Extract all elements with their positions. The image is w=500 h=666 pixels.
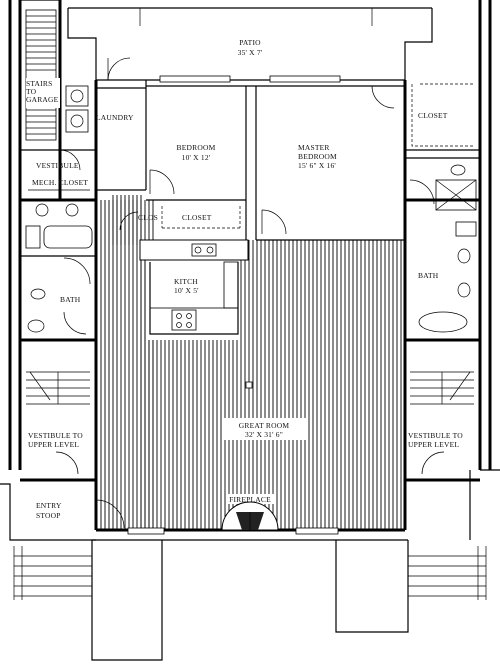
fireplace: FIREPLACE	[221, 494, 279, 531]
vestibule-right-label-1: VESTIBULE TO	[408, 431, 463, 440]
stairs-label-2: TO	[26, 87, 37, 96]
laundry-label: LAUNDRY	[96, 113, 134, 122]
patio-size: 35' X 7'	[238, 48, 263, 57]
vestibule-label: VESTIBULE	[36, 161, 79, 170]
kitchen-label: KITCH	[174, 277, 198, 286]
vestibule: VESTIBULE MECH. CLOSET	[20, 149, 96, 217]
vestibule-right-label-2: UPPER LEVEL	[408, 440, 459, 449]
entry-stoop-label-1: ENTRY	[36, 501, 62, 510]
bath-left: BATH	[20, 225, 96, 335]
vestibule-left-label-1: VESTIBULE TO	[28, 431, 83, 440]
stairs-label-3: GARAGE	[26, 95, 59, 104]
mech-closet-label: MECH. CLOSET	[32, 178, 88, 187]
bath-right-label: BATH	[418, 271, 439, 280]
front-windows	[127, 527, 339, 535]
master-bedroom-size: 15' 6" X 16'	[298, 161, 336, 170]
kitchen-size: 10' X 5'	[174, 286, 199, 295]
master-bedroom-label-1: MASTER	[298, 143, 330, 152]
front-walkways	[13, 469, 500, 661]
bath-left-label: BATH	[60, 295, 81, 304]
master-bedroom-label-2: BEDROOM	[298, 152, 337, 161]
vestibule-left-label-2: UPPER LEVEL	[28, 440, 79, 449]
clos-label: CLOS	[138, 213, 158, 222]
bedroom-label: BEDROOM	[177, 143, 216, 152]
right-closet: CLOSET	[371, 83, 480, 151]
master-bedroom: MASTER BEDROOM 15' 6" X 16'	[246, 85, 405, 241]
laundry: LAUNDRY	[65, 80, 147, 191]
vestibule-right-stairs: VESTIBULE TO UPPER LEVEL	[408, 371, 474, 475]
great-room-label: GREAT ROOM	[239, 421, 290, 430]
entry-stoop: ENTRY STOOP	[0, 483, 125, 541]
bath-right: BATH	[405, 157, 480, 333]
great-room-floor	[96, 195, 405, 530]
bedroom: BEDROOM 10' X 12'	[146, 85, 247, 240]
patio: PATIO 35' X 7'	[67, 7, 433, 83]
kitchen: KITCH 10' X 5'	[139, 239, 249, 335]
patio-label: PATIO	[239, 38, 261, 47]
bedroom-closet: CLOSET CLOS	[119, 206, 241, 231]
bedroom-size: 10' X 12'	[182, 153, 211, 162]
stairs-label-1: STAIRS	[26, 79, 52, 88]
closet-label-right: CLOSET	[418, 111, 448, 120]
fireplace-label: FIREPLACE	[229, 495, 271, 504]
closet-label-bedroom: CLOSET	[182, 213, 212, 222]
entry-stoop-label-2: STOOP	[36, 511, 61, 520]
stairs-to-garage: STAIRS TO GARAGE	[25, 9, 60, 141]
vestibule-left-stairs: VESTIBULE TO UPPER LEVEL	[26, 371, 90, 475]
great-room-size: 32' X 31' 6"	[245, 430, 283, 439]
